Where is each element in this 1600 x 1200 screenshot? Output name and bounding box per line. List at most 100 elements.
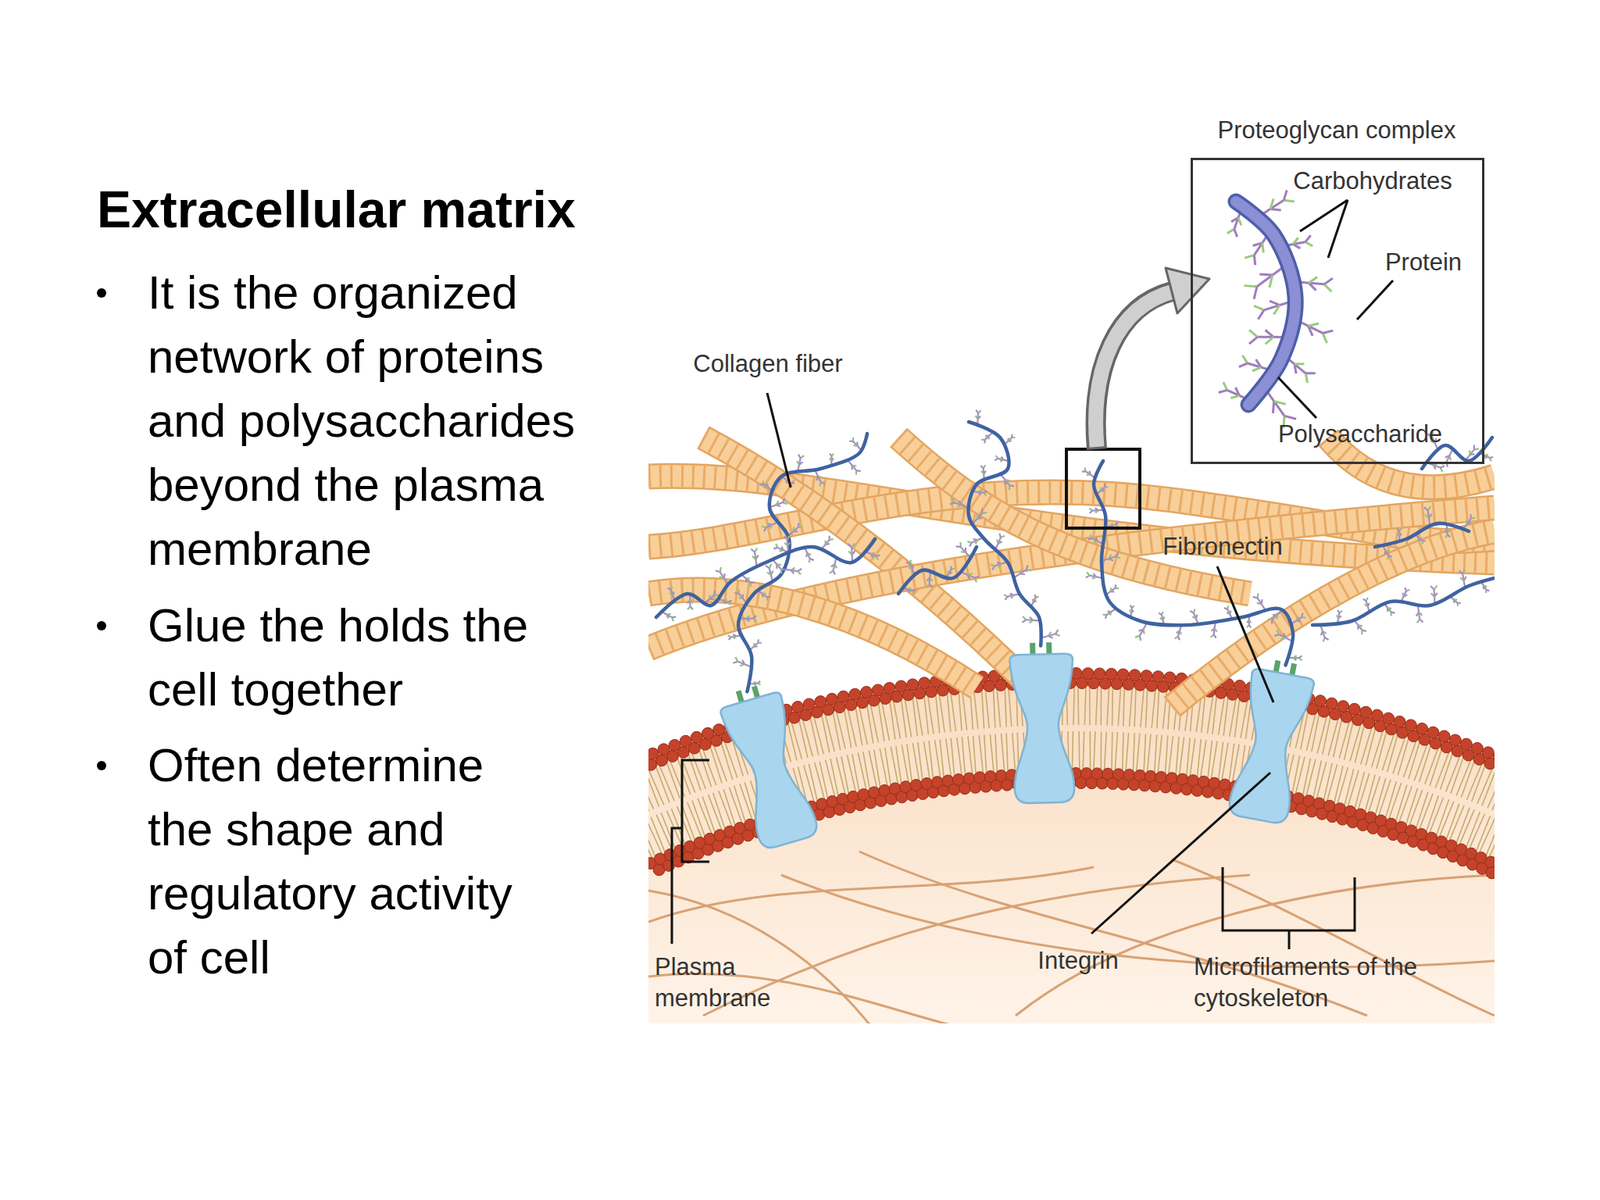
side-twig [1469,514,1472,519]
side-twig [967,573,973,575]
proteoglycan-branches [661,535,880,622]
lipid-head [1313,797,1325,810]
side-twig [719,576,725,579]
side-twig [1139,635,1141,641]
proteoglycan-drawing [1218,189,1334,428]
side-twig [957,505,962,508]
side-twig [832,570,836,575]
cytoplasm [648,676,1495,1024]
side-twig [1226,612,1230,615]
side-twig [1305,373,1308,383]
lipid-tail [1408,789,1423,829]
side-twig [969,542,972,547]
lipid-head [690,731,703,743]
lipid-tail [927,693,934,734]
microfilament [648,890,875,1024]
lipid-tail [692,800,706,840]
side-twig [981,508,983,514]
lipid-tail [691,750,707,790]
lipid-head [1485,856,1495,868]
side-twig [1308,325,1313,336]
lipid-tail [1096,684,1098,725]
inset-background [1190,157,1485,465]
part-label: Protein [1385,246,1462,279]
side-twig [1244,255,1254,259]
side-twig [667,613,672,616]
lipid-tail [1107,685,1110,726]
lipid-tail [1438,801,1454,840]
side-twig [1238,217,1242,226]
lipid-tail [1073,684,1075,725]
proteoglycan-branches [903,542,979,595]
lipid-tail [713,792,726,832]
lipid-head [1292,792,1304,805]
lipid-head [1323,800,1336,812]
side-twig [1269,275,1273,288]
proteoglycan-branches [1382,506,1475,560]
proteoglycan-branches [1320,569,1490,642]
lipid-head [803,698,815,711]
side-twig [764,486,768,489]
side-twig [739,664,745,666]
lipid-tail [1367,776,1381,816]
collagen-segments [898,437,1250,594]
lipid-tail [1221,742,1229,783]
side-twig [765,565,770,568]
lipid-tail [1185,737,1190,779]
lipid-tail [1210,741,1218,782]
lipid-tail [1207,692,1214,733]
side-twig [1418,536,1422,539]
side-twig [1391,611,1396,615]
side-twig [992,566,995,571]
lipid-tail [723,789,736,829]
lipid-head [1482,746,1494,759]
side-twig [1105,614,1107,619]
side-twig [1430,585,1434,590]
side-twig [998,564,1001,568]
side-twig [1095,510,1099,513]
side-twig [1364,604,1368,608]
leader-line [1278,377,1317,418]
side-twig [1405,587,1407,592]
side-twig [753,615,757,619]
lipid-tail [835,709,846,750]
lipid-tail [1001,733,1005,775]
proteoglycan-core [898,546,977,594]
lipid-tail [1078,731,1080,772]
side-twig [713,590,716,595]
side-twig [848,543,852,548]
lipid-head [843,801,856,814]
lipid-tail [1346,770,1359,810]
annotations [671,200,1393,950]
lipid-tail [1135,733,1140,775]
side-chain [847,460,857,471]
lipid-tail [946,691,951,733]
side-twig [728,637,732,640]
lipid-head [825,692,838,705]
proteoglycan-core [967,421,1041,647]
side-twig [689,606,693,610]
integrin-protein [1009,641,1077,804]
microfilament [1171,859,1495,1016]
side-twig [1459,570,1464,574]
lipid-tail [1114,732,1118,773]
side-twig [1292,237,1299,244]
lipid-head [668,739,681,751]
lipid-tail [1123,685,1125,727]
side-twig [1160,617,1164,621]
side-twig [1115,521,1118,525]
side-twig [715,570,721,572]
side-twig [856,470,861,472]
side-twig [829,458,833,461]
side-twig [996,539,999,543]
lipid-tail [660,812,676,850]
side-twig [746,615,750,619]
side-twig [1336,614,1339,618]
side-chain [1000,474,1010,486]
side-twig [1299,655,1303,658]
side-twig [1234,228,1238,237]
lipid-tail [1488,822,1495,860]
side-twig [1262,242,1264,254]
lipid-tail [996,686,1001,728]
side-twig [1322,330,1333,333]
